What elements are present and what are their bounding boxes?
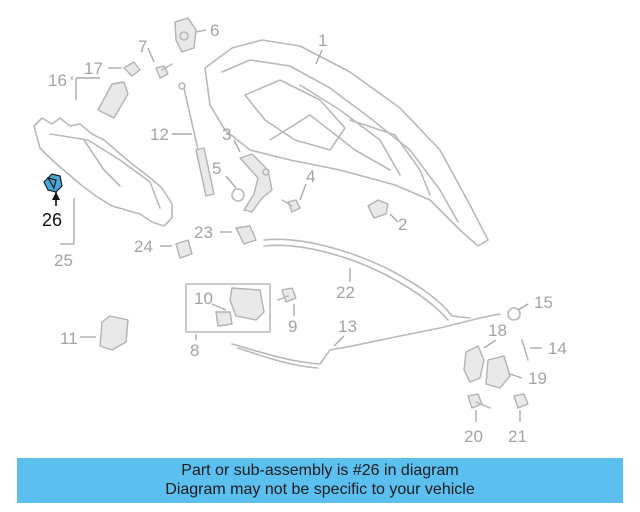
hood-hinge <box>231 153 273 213</box>
latch-19 <box>485 355 511 389</box>
callout-10: 10 <box>194 289 213 308</box>
callout-8: 8 <box>190 341 199 360</box>
callout-26: 26 <box>42 210 62 230</box>
clip-21 <box>513 393 529 409</box>
banner-line-1: Part or sub-assembly is #26 in diagram <box>181 462 459 479</box>
callout-16: 16 <box>48 71 67 90</box>
bolt-20 <box>467 393 491 409</box>
hood-panel <box>204 39 489 247</box>
callout-22: 22 <box>336 283 355 302</box>
callout-3: 3 <box>222 125 231 144</box>
callout-12: 12 <box>150 125 169 144</box>
callout-18: 18 <box>488 321 507 340</box>
callout-25: 25 <box>54 251 73 270</box>
callout-6: 6 <box>210 21 219 40</box>
bracket-11 <box>99 315 129 351</box>
bolt-7 <box>155 63 173 79</box>
clip-23 <box>235 225 257 245</box>
bolt-9 <box>277 287 297 303</box>
parts-diagram: 1 2 3 4 5 6 7 8 9 10 11 12 13 14 15 16 1… <box>33 17 567 446</box>
callout-21: 21 <box>508 427 527 446</box>
callout-5: 5 <box>212 159 221 178</box>
callout-17: 17 <box>84 59 103 78</box>
release-handle-group <box>185 283 271 333</box>
banner-line-2: Diagram may not be specific to your vehi… <box>165 481 475 498</box>
insulator-pad <box>33 117 173 227</box>
callout-23: 23 <box>194 223 213 242</box>
callout-11: 11 <box>60 329 78 348</box>
spring-14 <box>521 339 529 361</box>
callout-15: 15 <box>534 293 553 312</box>
callout-14: 14 <box>548 339 567 358</box>
bolt-4 <box>281 199 301 213</box>
callout-1: 1 <box>318 31 327 50</box>
hood-seal <box>263 238 471 321</box>
highlighted-part-26[interactable] <box>43 173 63 206</box>
clip-24 <box>175 239 193 259</box>
bumper-stop <box>367 199 389 219</box>
callout-labels: 1 2 3 4 5 6 7 8 9 10 11 12 13 14 15 16 1… <box>42 21 567 446</box>
leader-lines <box>60 29 542 422</box>
lift-support <box>178 82 215 197</box>
callout-19: 19 <box>528 369 547 388</box>
callout-4: 4 <box>306 167 315 186</box>
release-cable <box>231 313 501 369</box>
callout-2: 2 <box>398 215 407 234</box>
info-banner: Part or sub-assembly is #26 in diagram D… <box>17 458 623 503</box>
hood-latch <box>463 345 485 383</box>
callout-7: 7 <box>138 37 147 56</box>
callout-13: 13 <box>338 317 357 336</box>
callout-9: 9 <box>288 317 297 336</box>
cable-end <box>507 307 521 321</box>
striker-bracket <box>174 17 197 53</box>
callout-20: 20 <box>464 427 483 446</box>
seal-clip <box>97 61 141 119</box>
callout-24: 24 <box>134 237 153 256</box>
